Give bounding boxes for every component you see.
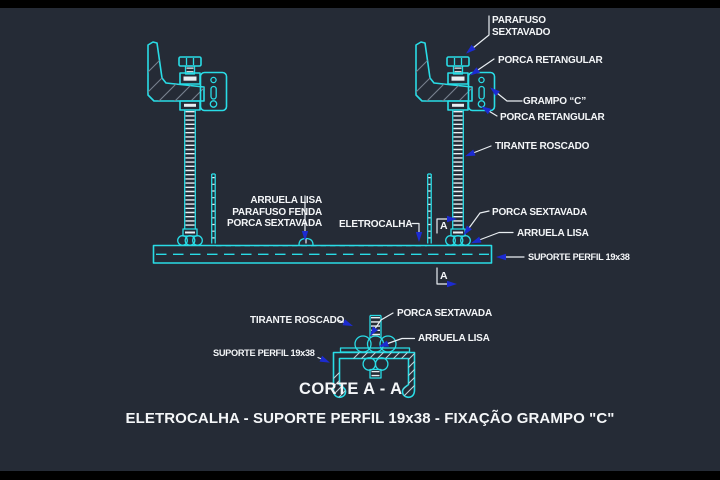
callout-parafuso-sextavado: PARAFUSO SEXTAVADO [492,15,551,38]
callout-suporte-perfil-1: SUPORTE PERFIL 19x38 [528,252,630,262]
screw-head-bump [298,237,314,246]
callout-grampo-c: GRAMPO “C” [523,96,587,107]
drawing-title: ELETROCALHA - SUPORTE PERFIL 19x38 - FIX… [125,410,615,427]
clamp-assembly-right [400,42,498,245]
washer-plate [339,347,411,353]
callout-tirante-roscado-1: TIRANTE ROSCADO [495,141,590,152]
callout-porca-retangular-1: PORCA RETANGULAR [498,55,603,66]
leader-lines [301,15,525,366]
hex-nut-inner [374,357,389,371]
rod-end [369,368,382,379]
callout-arruela-lisa-2: ARRUELA LISA [517,228,589,239]
callout-porca-retangular-2: PORCA RETANGULAR [500,112,605,123]
letterbox-top [0,0,720,8]
callout-porca-sextavada-2: PORCA SEXTAVADA [492,207,587,218]
hex-nut-inner [362,357,377,371]
letterbox-bottom [0,471,720,480]
callout-suporte-perfil-2: SUPORTE PERFIL 19x38 [213,348,315,358]
hex-nut-top [354,335,372,353]
callout-arruela-lisa-3: ARRUELA LISA [418,333,490,344]
section-marker-top [436,215,457,234]
callout-eletrocalha: ELETROCALHA [339,219,413,230]
support-profile [152,244,493,264]
hex-nut-top [366,335,385,353]
section-letter-bottom: A [440,270,448,282]
section-title: CORTE A - A [299,380,403,398]
callout-porca-sextavada-3: PORCA SEXTAVADA [397,308,492,319]
section-marker-bottom [436,267,457,288]
callout-tirante-roscado-2: TIRANTE ROSCADO [250,315,345,326]
callout-fixing-stack: ARRUELA LISA PARAFUSO FENDA PORCA SEXTAV… [227,195,322,229]
drawing-background [0,8,720,471]
section-letter-top: A [440,220,448,232]
